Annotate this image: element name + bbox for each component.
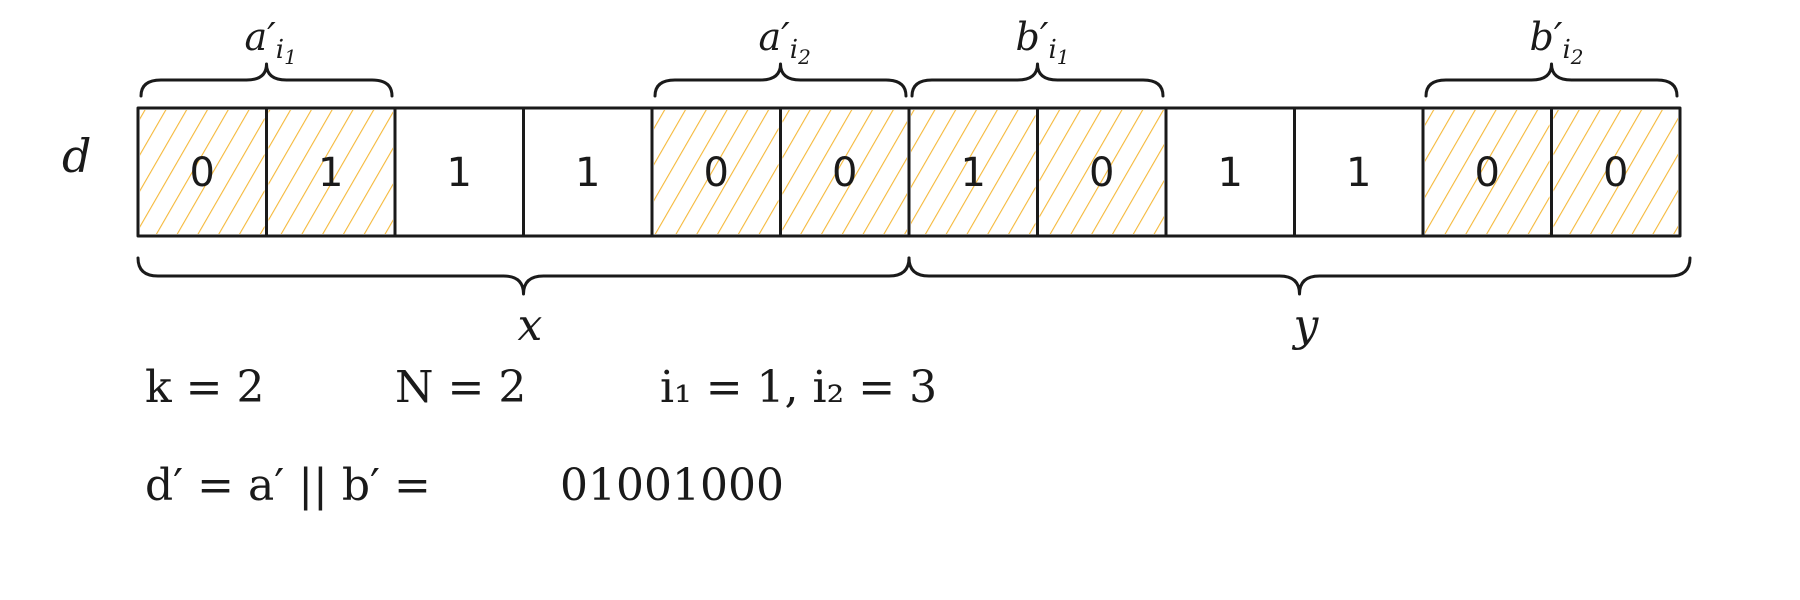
- bit-cell: 0: [1421, 106, 1553, 238]
- cell-bit: 1: [575, 150, 600, 196]
- top-brace: [139, 62, 394, 98]
- bottom-brace: [907, 256, 1692, 296]
- top-brace-label: a′i1: [245, 15, 297, 69]
- bit-cell: 1: [1164, 106, 1296, 238]
- cell-bit: 1: [447, 150, 472, 196]
- bit-cells: 0 1 1 1 0 0 1 0 1 1 0 0: [136, 106, 1682, 238]
- cell-border: [1550, 106, 1682, 238]
- bit-cell: 0: [136, 106, 268, 238]
- cell-hatch: [1553, 110, 1678, 234]
- top-brace-label: a′i2: [759, 15, 811, 69]
- bit-cell: 0: [650, 106, 782, 238]
- cell-bit: 0: [1603, 150, 1628, 196]
- bit-cell: 1: [1293, 106, 1425, 238]
- top-brace-label: b′i2: [1530, 15, 1584, 69]
- bit-cell: 1: [522, 106, 654, 238]
- cell-bit: 1: [1346, 150, 1371, 196]
- param-N: N = 2: [395, 362, 526, 413]
- cell-hatch: [654, 110, 779, 234]
- cell-bit: 0: [190, 150, 215, 196]
- cell-bit: 0: [1089, 150, 1114, 196]
- cell-bit: 1: [318, 150, 343, 196]
- bit-cell: 0: [1036, 106, 1168, 238]
- top-brace: [910, 62, 1165, 98]
- param-indices: i₁ = 1, i₂ = 3: [660, 362, 937, 413]
- bit-cell: 0: [1550, 106, 1682, 238]
- cell-hatch: [1039, 110, 1164, 234]
- cell-hatch: [268, 110, 393, 234]
- row-label-d: d: [62, 129, 91, 183]
- cell-hatch: [911, 110, 1036, 234]
- bottom-brace: [136, 256, 911, 296]
- result-bits: 01001000: [560, 460, 784, 511]
- bottom-brace-label: y: [1292, 300, 1320, 351]
- cell-bit: 0: [704, 150, 729, 196]
- top-brace: [1424, 62, 1679, 98]
- top-braces: a′i1 a′i2 b′i1 b′i2: [139, 15, 1679, 98]
- param-k: k = 2: [145, 362, 265, 413]
- cell-bit: 1: [1218, 150, 1243, 196]
- cell-bit: 1: [961, 150, 986, 196]
- bit-cell: 1: [907, 106, 1039, 238]
- cell-bit: 0: [832, 150, 857, 196]
- top-brace-label: b′i1: [1016, 15, 1070, 69]
- cell-hatch: [782, 110, 907, 234]
- bit-cell: 0: [779, 106, 911, 238]
- cell-hatch: [1425, 110, 1550, 234]
- formula-label: d′ = a′ || b′ =: [145, 460, 431, 511]
- bit-cell: 1: [393, 106, 525, 238]
- cell-bit: 0: [1475, 150, 1500, 196]
- bit-cell: 1: [265, 106, 397, 238]
- cell-hatch: [140, 110, 265, 234]
- bottom-brace-label: x: [518, 300, 543, 351]
- top-brace: [653, 62, 908, 98]
